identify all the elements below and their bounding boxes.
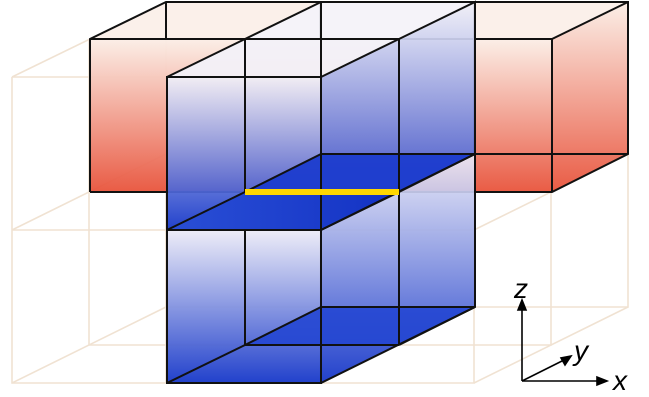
x-axis-label: x xyxy=(611,365,628,396)
z-axis-label: z xyxy=(513,273,528,304)
axes-indicator xyxy=(516,297,610,387)
y-axis-label: y xyxy=(572,335,590,366)
blue-upper-edges xyxy=(166,0,476,231)
